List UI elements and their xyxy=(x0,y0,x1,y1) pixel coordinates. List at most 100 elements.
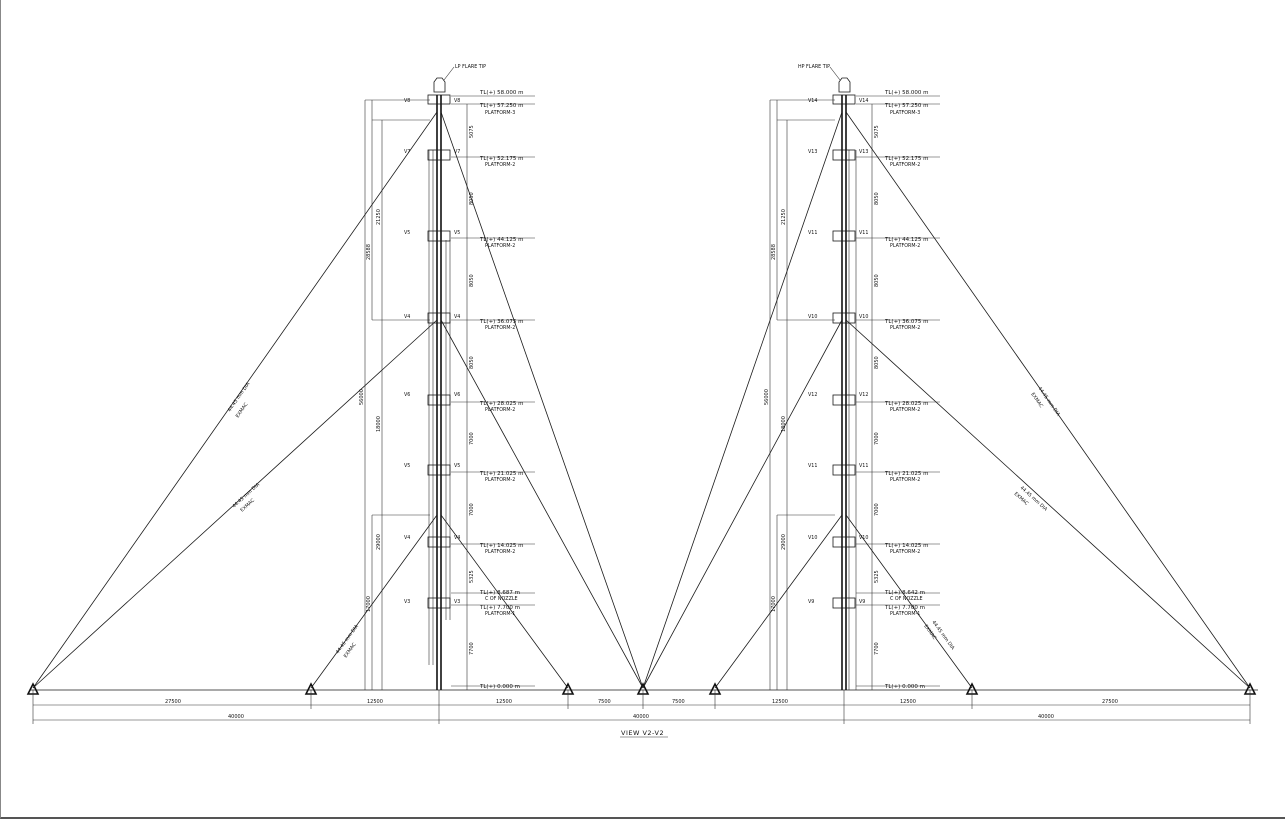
elevation-label: TL(+) 57.250 m xyxy=(479,103,523,109)
vessel-tag: V4 xyxy=(404,314,410,320)
span-dim: 27500 xyxy=(165,699,181,705)
elevation-leaders xyxy=(856,95,940,687)
vessel-tag: V10 xyxy=(808,535,817,541)
guy-cables xyxy=(642,111,1251,689)
flare-tip xyxy=(838,77,851,93)
vessel-tag: V11 xyxy=(859,230,868,236)
vessel-tag: V13 xyxy=(859,149,868,155)
vessel-tag: V5 xyxy=(404,463,410,469)
height-dim: 21250 xyxy=(781,209,787,225)
platform xyxy=(427,464,451,476)
elevation-sublabel: C OF NOZZLE xyxy=(485,596,518,602)
elevation-sublabel: PLATFORM-3 xyxy=(890,110,920,116)
vessel-tag: V5 xyxy=(454,463,460,469)
bottom-dimensions xyxy=(32,690,1251,724)
cable-label: 44.45 mm DIA xyxy=(227,381,252,413)
elevation-label: TL(+) 44.125 m xyxy=(884,237,928,243)
vessel-tag: V11 xyxy=(808,230,817,236)
vessel-tag: V8 xyxy=(454,98,460,104)
vessel-tag: V3 xyxy=(454,599,460,605)
vessel-tag: V6 xyxy=(454,392,460,398)
vessel-tag: V5 xyxy=(404,230,410,236)
vessel-tag: V12 xyxy=(808,392,817,398)
platform xyxy=(832,94,856,105)
height-dim: 21250 xyxy=(376,209,382,225)
segment-dim: 5075 xyxy=(874,125,880,138)
vessel-tag: V10 xyxy=(859,535,868,541)
elevation-label: TL(+) 7.700 m xyxy=(884,605,925,611)
span-dim: 12500 xyxy=(772,699,788,705)
height-dim: 28588 xyxy=(366,244,372,260)
segment-dim: 8050 xyxy=(469,274,475,287)
elevation-label: TL(+) 28.025 m xyxy=(884,401,928,407)
elevation-label: TL(+) 58.000 m xyxy=(479,90,523,96)
span-dim: 40000 xyxy=(228,714,244,720)
segment-dim: 7000 xyxy=(469,432,475,445)
elevation-sublabel: PLATFORM-2 xyxy=(485,549,515,555)
platform xyxy=(427,230,451,242)
vessel-tag: V7 xyxy=(404,149,410,155)
elevation-sublabel: PLATFORM-2 xyxy=(890,477,920,483)
elevation-sublabel: PLATFORM-2 xyxy=(485,477,515,483)
vessel-tag: V4 xyxy=(454,314,460,320)
span-dim: 27500 xyxy=(1102,699,1118,705)
elevation-label: TL(+) 14.025 m xyxy=(884,543,928,549)
elevation-sublabel: PLATFORM-2 xyxy=(890,243,920,249)
left-tower xyxy=(32,77,644,690)
span-dim: 40000 xyxy=(633,714,649,720)
vessel-tag: V14 xyxy=(808,98,817,104)
segment-dim: 8050 xyxy=(874,192,880,205)
segment-dim: 5325 xyxy=(469,570,475,583)
elevation-label: TL(+) 44.125 m xyxy=(479,237,523,243)
span-dim: 7500 xyxy=(672,699,685,705)
elevation-sublabel: PLATFORM-2 xyxy=(485,407,515,413)
platform xyxy=(427,597,451,609)
anchor-points xyxy=(26,682,1257,695)
vessel-tag: V4 xyxy=(404,535,410,541)
height-dim: 18000 xyxy=(781,416,787,432)
platform xyxy=(832,230,856,242)
elevation-label: TL(+) 52.175 m xyxy=(479,156,523,162)
vessel-tag: V9 xyxy=(808,599,814,605)
elevation-sublabel: C OF NOZZLE xyxy=(890,596,923,602)
segment-dim: 5075 xyxy=(469,125,475,138)
view-title: VIEW V2-V2 xyxy=(621,729,664,737)
height-dim: 29000 xyxy=(376,534,382,550)
elevation-sublabel: PLATFORM-2 xyxy=(485,243,515,249)
span-dim: 12500 xyxy=(367,699,383,705)
segment-dim: 5325 xyxy=(874,570,880,583)
platform xyxy=(427,536,451,548)
vessel-tag: V14 xyxy=(859,98,868,104)
elevation-sublabel: PLATFORM-2 xyxy=(890,407,920,413)
height-dim: 18000 xyxy=(376,416,382,432)
elevation-label: TL(+) 0.000 m xyxy=(479,684,520,690)
platform xyxy=(427,394,451,406)
vessel-tag: V3 xyxy=(404,599,410,605)
elevation-sublabel: PLATFORM-1 xyxy=(485,611,515,617)
vessel-tag: V7 xyxy=(454,149,460,155)
segment-dim: 7000 xyxy=(469,503,475,516)
elevation-sublabel: PLATFORM-3 xyxy=(485,110,515,116)
vessel-tag: V10 xyxy=(808,314,817,320)
vessel-tag: V9 xyxy=(859,599,865,605)
elevation-label: TL(+) 21.025 m xyxy=(884,471,928,477)
flare-tip-label: LP FLARE TIP xyxy=(455,64,486,70)
vessel-tag: V10 xyxy=(859,314,868,320)
flare-tip xyxy=(433,77,446,93)
platform xyxy=(427,312,451,324)
elevation-label: TL(+) 58.000 m xyxy=(884,90,928,96)
elevation-label: TL(+) 36.075 m xyxy=(479,319,523,325)
span-dim: 7500 xyxy=(598,699,611,705)
platform xyxy=(427,94,451,105)
segment-dim: 7000 xyxy=(874,503,880,516)
elevation-label: TL(+) 8.687 m xyxy=(479,590,520,596)
platform xyxy=(832,464,856,476)
platform xyxy=(832,394,856,406)
vessel-tag: V11 xyxy=(808,463,817,469)
elevation-label: TL(+) 7.700 m xyxy=(479,605,520,611)
elevation-label: TL(+) 36.075 m xyxy=(884,319,928,325)
height-dim: 17000 xyxy=(366,596,372,612)
segment-dim: 8050 xyxy=(469,192,475,205)
vessel-tag: V5 xyxy=(454,230,460,236)
